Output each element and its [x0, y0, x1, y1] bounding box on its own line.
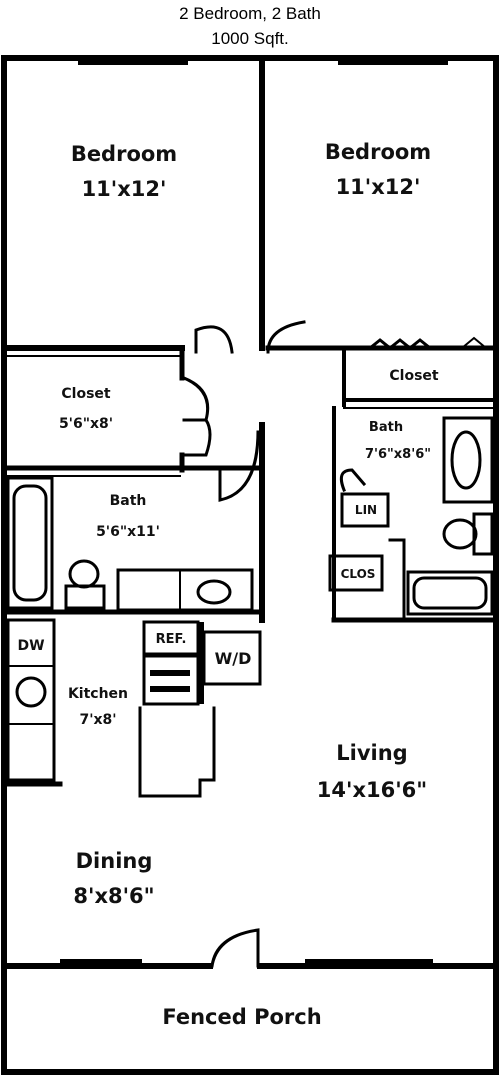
- toilet-right-tank: [472, 512, 494, 556]
- bath-left-fixtures: [6, 476, 254, 612]
- living-name: Living: [336, 741, 407, 765]
- living-size: 14'x16'6": [317, 778, 427, 802]
- plan-area: 1000 Sqft.: [211, 29, 289, 48]
- clos-label: CLOS: [341, 567, 376, 581]
- room-labels: Bedroom 11'x12' Bedroom 11'x12' Closet 5…: [59, 140, 439, 1029]
- bathtub-left-basin: [12, 484, 48, 602]
- door-bedroom-right: [266, 320, 306, 354]
- bedroom-left-size: 11'x12': [82, 177, 167, 201]
- lin-label: LIN: [355, 503, 377, 517]
- toilet-left-tank: [64, 584, 106, 610]
- porch-name: Fenced Porch: [162, 1005, 321, 1029]
- plan-header: 2 Bedroom, 2 Bath 1000 Sqft.: [0, 0, 500, 56]
- bedroom-right-name: Bedroom: [325, 140, 431, 164]
- closet-left-name: Closet: [61, 386, 111, 402]
- toilet-left: [68, 559, 100, 589]
- closet-right-name: Closet: [389, 368, 439, 384]
- interior-walls: [1, 55, 499, 969]
- toilet-right: [442, 518, 478, 550]
- bedroom-left-name: Bedroom: [71, 142, 177, 166]
- range-burner: [150, 686, 190, 692]
- bath-left-size: 5'6"x11': [96, 524, 160, 540]
- range-burner: [150, 670, 190, 676]
- bath-right-name: Bath: [369, 420, 403, 435]
- kitchen-fixtures: [6, 618, 262, 798]
- dining-size: 8'x8'6": [73, 884, 154, 908]
- door-closet-left-b: [182, 417, 212, 457]
- bedroom-right-size: 11'x12': [336, 175, 421, 199]
- doors: [182, 320, 489, 968]
- kitchen-name: Kitchen: [68, 686, 128, 702]
- closet-left-size: 5'6"x8': [59, 416, 113, 432]
- window: [338, 55, 448, 65]
- wd-label: W/D: [215, 649, 252, 668]
- washer-dryer: [202, 630, 262, 686]
- vanity-right: [442, 416, 494, 504]
- door-porch: [210, 928, 260, 968]
- bath-right-size: 7'6"x8'6": [365, 447, 431, 462]
- dining-name: Dining: [76, 849, 153, 873]
- outer-wall: [1, 55, 499, 1075]
- linen-closet: [340, 492, 390, 528]
- bath-left-name: Bath: [110, 493, 147, 509]
- kitchen-counter-left: [6, 618, 56, 782]
- window: [78, 55, 188, 65]
- bathtub-right: [406, 570, 494, 616]
- bathtub-right-basin: [412, 576, 488, 610]
- door-bath-right: [339, 468, 367, 492]
- sink-left: [196, 579, 232, 605]
- wd-wall: [198, 622, 204, 704]
- closet-right-door-end: [459, 336, 489, 349]
- door-bedroom-left: [194, 325, 234, 354]
- clos-cabinet: [328, 554, 384, 592]
- kitchen-counter-right: [138, 706, 216, 798]
- door-closet-left-a: [182, 376, 210, 422]
- kitchen-size: 7'x8': [79, 712, 116, 728]
- sink-right: [450, 430, 482, 490]
- range: [142, 654, 200, 706]
- plan-title: 2 Bedroom, 2 Bath: [179, 4, 321, 23]
- fixture-labels: DW REF. W/D LIN CLOS: [17, 503, 377, 668]
- kitchen-sink: [15, 676, 47, 708]
- bathtub-left: [6, 476, 54, 610]
- ref-label: REF.: [156, 632, 187, 647]
- bath-right-fixtures: [328, 416, 494, 616]
- dw-label: DW: [17, 638, 44, 654]
- closet-right-bifold: [367, 338, 433, 351]
- vanity-left: [116, 568, 254, 612]
- door-bath-left: [218, 430, 260, 502]
